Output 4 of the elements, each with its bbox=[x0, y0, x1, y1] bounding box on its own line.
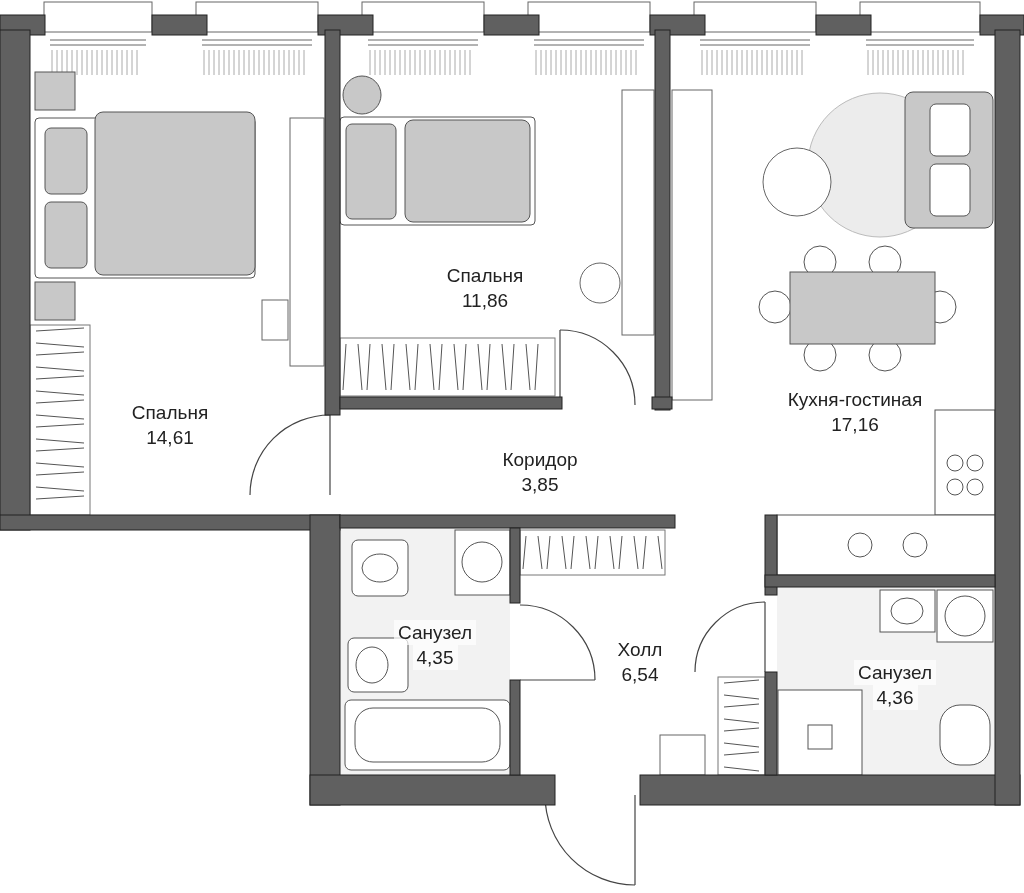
room-size: 4,35 bbox=[412, 645, 458, 670]
room-size: 4,36 bbox=[872, 685, 918, 710]
room-name: Санузел bbox=[394, 620, 476, 645]
room-name: Санузел bbox=[854, 660, 936, 685]
